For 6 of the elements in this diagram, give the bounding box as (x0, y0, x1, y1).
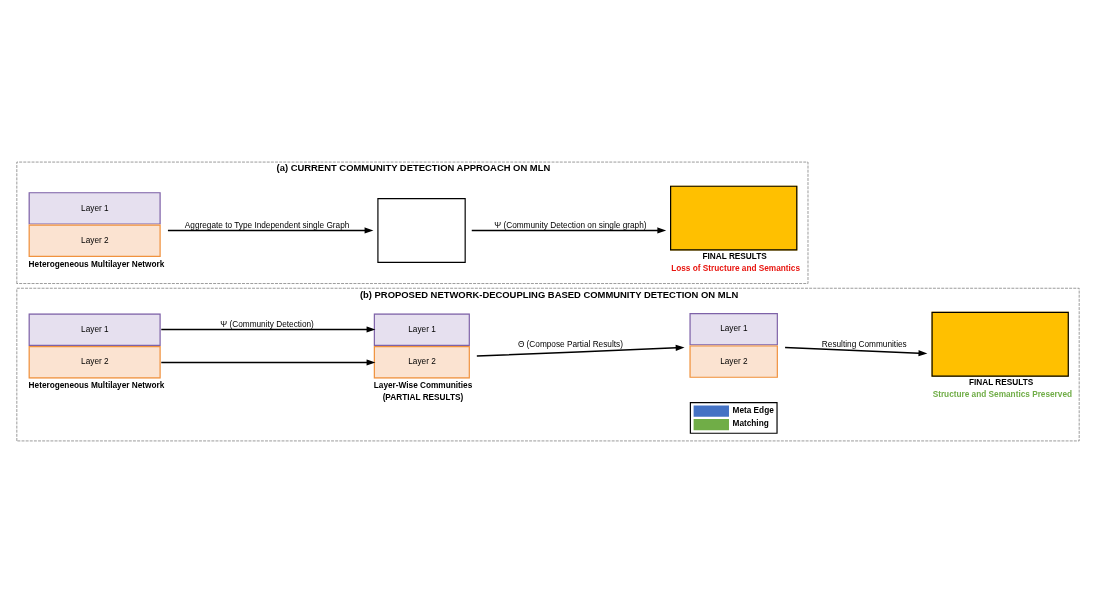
arrow (160, 358, 376, 366)
arrow (784, 346, 928, 356)
arrow (167, 226, 374, 234)
arrow (160, 325, 376, 333)
arrow (476, 344, 685, 357)
arrow (471, 226, 667, 234)
